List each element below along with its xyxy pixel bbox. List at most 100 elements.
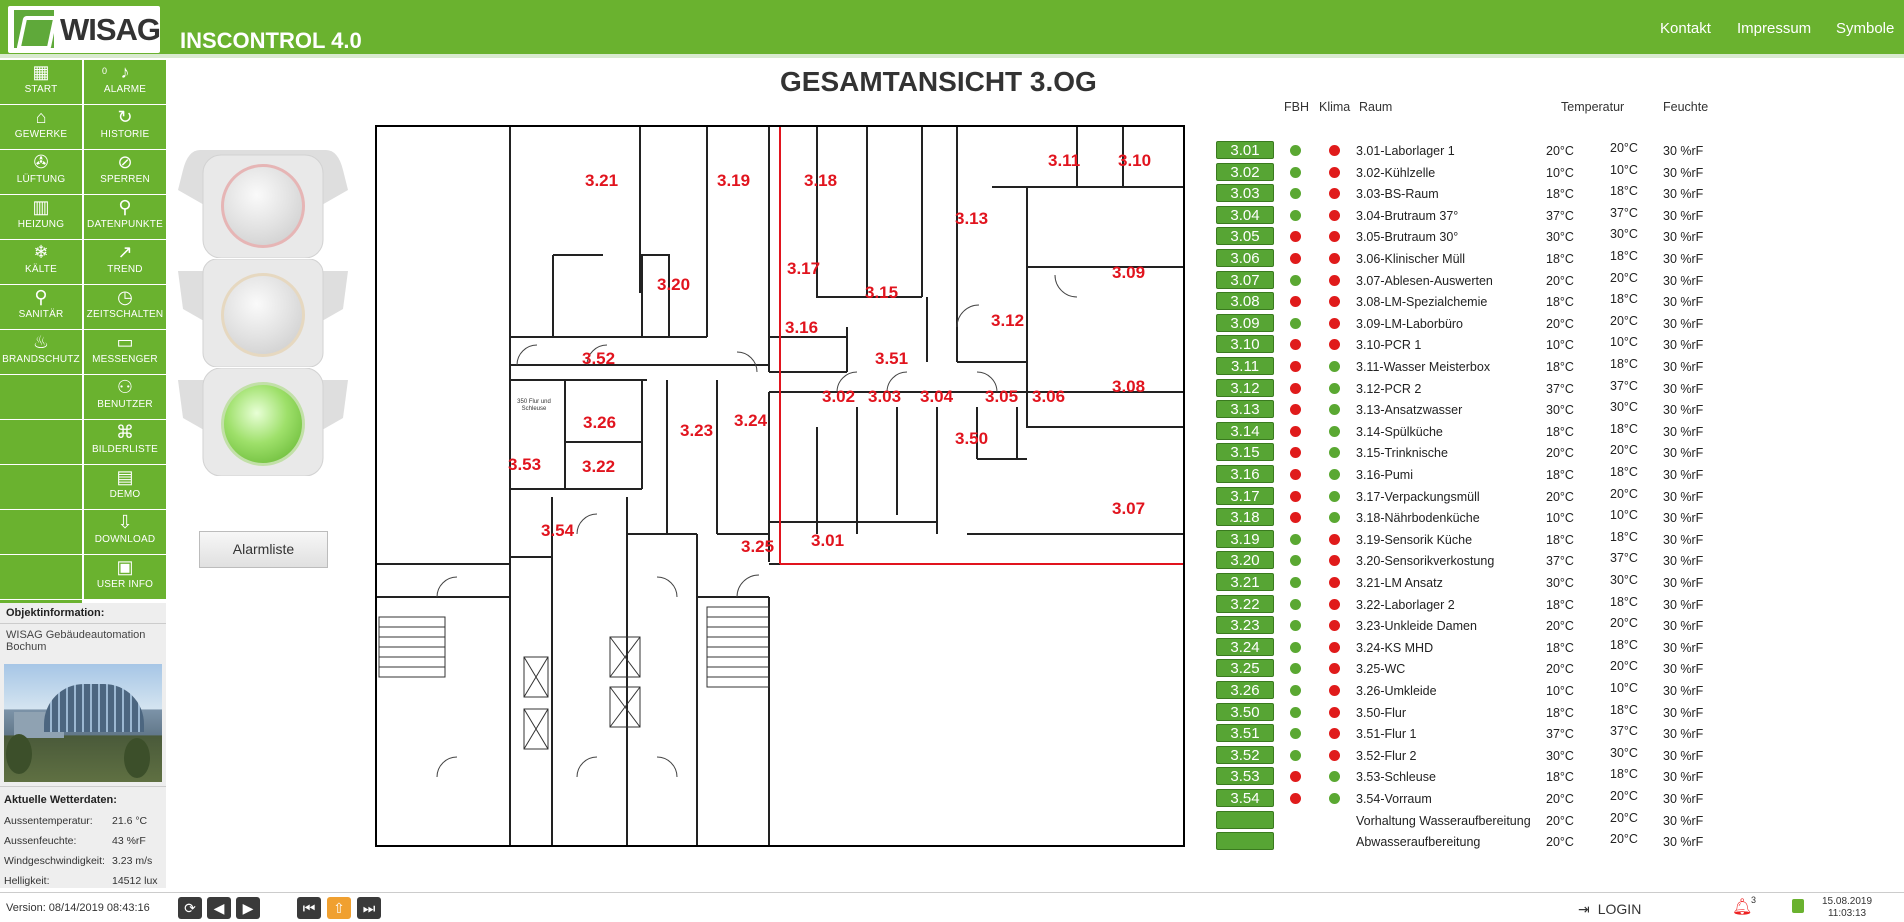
room-label[interactable]: 3.08: [1112, 377, 1146, 396]
room-button[interactable]: 3.03: [1216, 184, 1274, 203]
room-button[interactable]: 3.22: [1216, 594, 1274, 613]
room-button[interactable]: 3.01: [1216, 141, 1274, 159]
impressum-link[interactable]: Impressum: [1737, 20, 1812, 37]
room-label[interactable]: 3.09: [1112, 263, 1146, 282]
room-button[interactable]: [1216, 832, 1274, 851]
first-page-button[interactable]: ⏮: [297, 897, 321, 919]
room-label[interactable]: 3.02: [822, 387, 856, 406]
kontakt-link[interactable]: Kontakt: [1660, 20, 1711, 37]
room-button[interactable]: 3.09: [1216, 313, 1274, 332]
nav-gewerke-button[interactable]: ⌂GEWERKE: [0, 105, 82, 149]
room-button[interactable]: [1216, 810, 1274, 829]
login-button[interactable]: ⇥LOGIN: [1578, 901, 1641, 918]
room-label[interactable]: 3.05: [985, 387, 1019, 406]
nav-zeitschalten-button[interactable]: ◷ZEITSCHALTEN: [84, 285, 166, 329]
room-label[interactable]: 3.12: [991, 311, 1025, 330]
room-label[interactable]: 3.01: [811, 531, 845, 550]
nav-messenger-button[interactable]: ▭MESSENGER: [84, 330, 166, 374]
forward-button[interactable]: ▶: [236, 897, 260, 919]
room-label[interactable]: 3.16: [785, 318, 819, 337]
upload-button[interactable]: ⇧: [327, 897, 351, 919]
weather-label: Helligkeit:: [4, 875, 50, 887]
room-button[interactable]: 3.12: [1216, 378, 1274, 397]
room-label[interactable]: 3.20: [657, 275, 691, 294]
room-label[interactable]: 3.26: [583, 413, 617, 432]
room-button[interactable]: 3.17: [1216, 486, 1274, 505]
symbole-link[interactable]: Symbole: [1836, 20, 1895, 37]
room-label[interactable]: 3.54: [541, 521, 575, 540]
nav-user-info-button[interactable]: ▣USER INFO: [84, 555, 166, 599]
room-button[interactable]: 3.25: [1216, 659, 1274, 678]
nav-download-button[interactable]: ⇩DOWNLOAD: [84, 510, 166, 554]
humidity-value: 30 %rF: [1663, 727, 1704, 742]
room-label[interactable]: 3.04: [920, 387, 954, 406]
room-label[interactable]: 3.25: [741, 537, 775, 556]
nav-heizung-button[interactable]: ▥HEIZUNG: [0, 195, 82, 239]
room-label[interactable]: 3.50: [955, 429, 989, 448]
room-label[interactable]: 3.15: [865, 283, 899, 302]
room-button[interactable]: 3.54: [1216, 789, 1274, 807]
nav-brandschutz-button[interactable]: ♨BRANDSCHUTZ: [0, 330, 82, 374]
room-button[interactable]: 3.11: [1216, 357, 1274, 375]
nav-historie-button[interactable]: ↻HISTORIE: [84, 105, 166, 149]
room-label[interactable]: 3.19: [717, 171, 751, 190]
room-button[interactable]: 3.13: [1216, 400, 1274, 419]
nav-sanitär-button[interactable]: ⚲SANITÄR: [0, 285, 82, 329]
room-label[interactable]: 3.03: [868, 387, 902, 406]
room-button[interactable]: 3.16: [1216, 465, 1274, 483]
nav-start-button[interactable]: ▦START: [0, 60, 82, 104]
room-button[interactable]: 3.05: [1216, 227, 1274, 246]
nav-kälte-button[interactable]: ❄KÄLTE: [0, 240, 82, 284]
nav-benutzer-button[interactable]: ⚇BENUTZER: [84, 375, 166, 419]
temperature-actual: 18°C: [1610, 184, 1638, 199]
room-label[interactable]: 3.13: [955, 209, 989, 228]
nav-datenpunkte-button[interactable]: ⚲DATENPUNKTE: [84, 195, 166, 239]
room-button[interactable]: 3.15: [1216, 443, 1274, 462]
alarm-bell-icon[interactable]: 🔔︎: [1732, 899, 1753, 916]
room-button[interactable]: 3.21: [1216, 573, 1274, 591]
alarmliste-button[interactable]: Alarmliste: [199, 531, 328, 568]
room-label[interactable]: 3.23: [680, 421, 714, 440]
room-button[interactable]: 3.20: [1216, 551, 1274, 570]
room-button[interactable]: 3.14: [1216, 421, 1274, 440]
nav-sperren-button[interactable]: ⊘SPERREN: [84, 150, 166, 194]
room-name: 3.15-Trinknische: [1356, 446, 1448, 461]
room-button[interactable]: 3.23: [1216, 616, 1274, 635]
room-label[interactable]: 3.52: [582, 349, 616, 368]
room-button[interactable]: 3.19: [1216, 529, 1274, 548]
room-button[interactable]: 3.52: [1216, 745, 1274, 764]
room-label[interactable]: 3.22: [582, 457, 616, 476]
nav-demo-button[interactable]: ▤DEMO: [84, 465, 166, 509]
room-label[interactable]: 3.17: [787, 259, 821, 278]
room-button[interactable]: 3.51: [1216, 724, 1274, 743]
room-button[interactable]: 3.08: [1216, 292, 1274, 311]
room-label[interactable]: 3.10: [1118, 151, 1152, 170]
room-label[interactable]: 3.07: [1112, 499, 1146, 518]
wisag-logo[interactable]: WISAG: [8, 6, 161, 53]
room-button[interactable]: 3.53: [1216, 767, 1274, 786]
nav-lüftung-button[interactable]: ✇LÜFTUNG: [0, 150, 82, 194]
room-button[interactable]: 3.10: [1216, 335, 1274, 354]
room-button[interactable]: 3.04: [1216, 205, 1274, 224]
room-label[interactable]: 3.51: [875, 349, 909, 368]
room-button[interactable]: 3.50: [1216, 702, 1274, 721]
room-button[interactable]: 3.24: [1216, 637, 1274, 656]
temperature-setpoint: 10°C: [1546, 684, 1574, 698]
room-button[interactable]: 3.02: [1216, 162, 1274, 181]
nav-bilderliste-button[interactable]: ⌘BILDERLISTE: [84, 420, 166, 464]
room-label[interactable]: 3.24: [734, 411, 768, 430]
room-label[interactable]: 3.18: [804, 171, 838, 190]
refresh-button[interactable]: ⟳: [178, 897, 202, 919]
back-button[interactable]: ◀: [207, 897, 231, 919]
room-button[interactable]: 3.06: [1216, 249, 1274, 267]
room-label[interactable]: 3.11: [1048, 151, 1081, 170]
nav-trend-button[interactable]: ↗TREND: [84, 240, 166, 284]
room-label[interactable]: 3.06: [1032, 387, 1066, 406]
room-label[interactable]: 3.21: [585, 171, 619, 190]
room-button[interactable]: 3.18: [1216, 508, 1274, 527]
last-page-button[interactable]: ⏭: [357, 897, 381, 919]
room-label[interactable]: 3.53: [508, 455, 542, 474]
room-button[interactable]: 3.07: [1216, 270, 1274, 289]
room-button[interactable]: 3.26: [1216, 681, 1274, 699]
